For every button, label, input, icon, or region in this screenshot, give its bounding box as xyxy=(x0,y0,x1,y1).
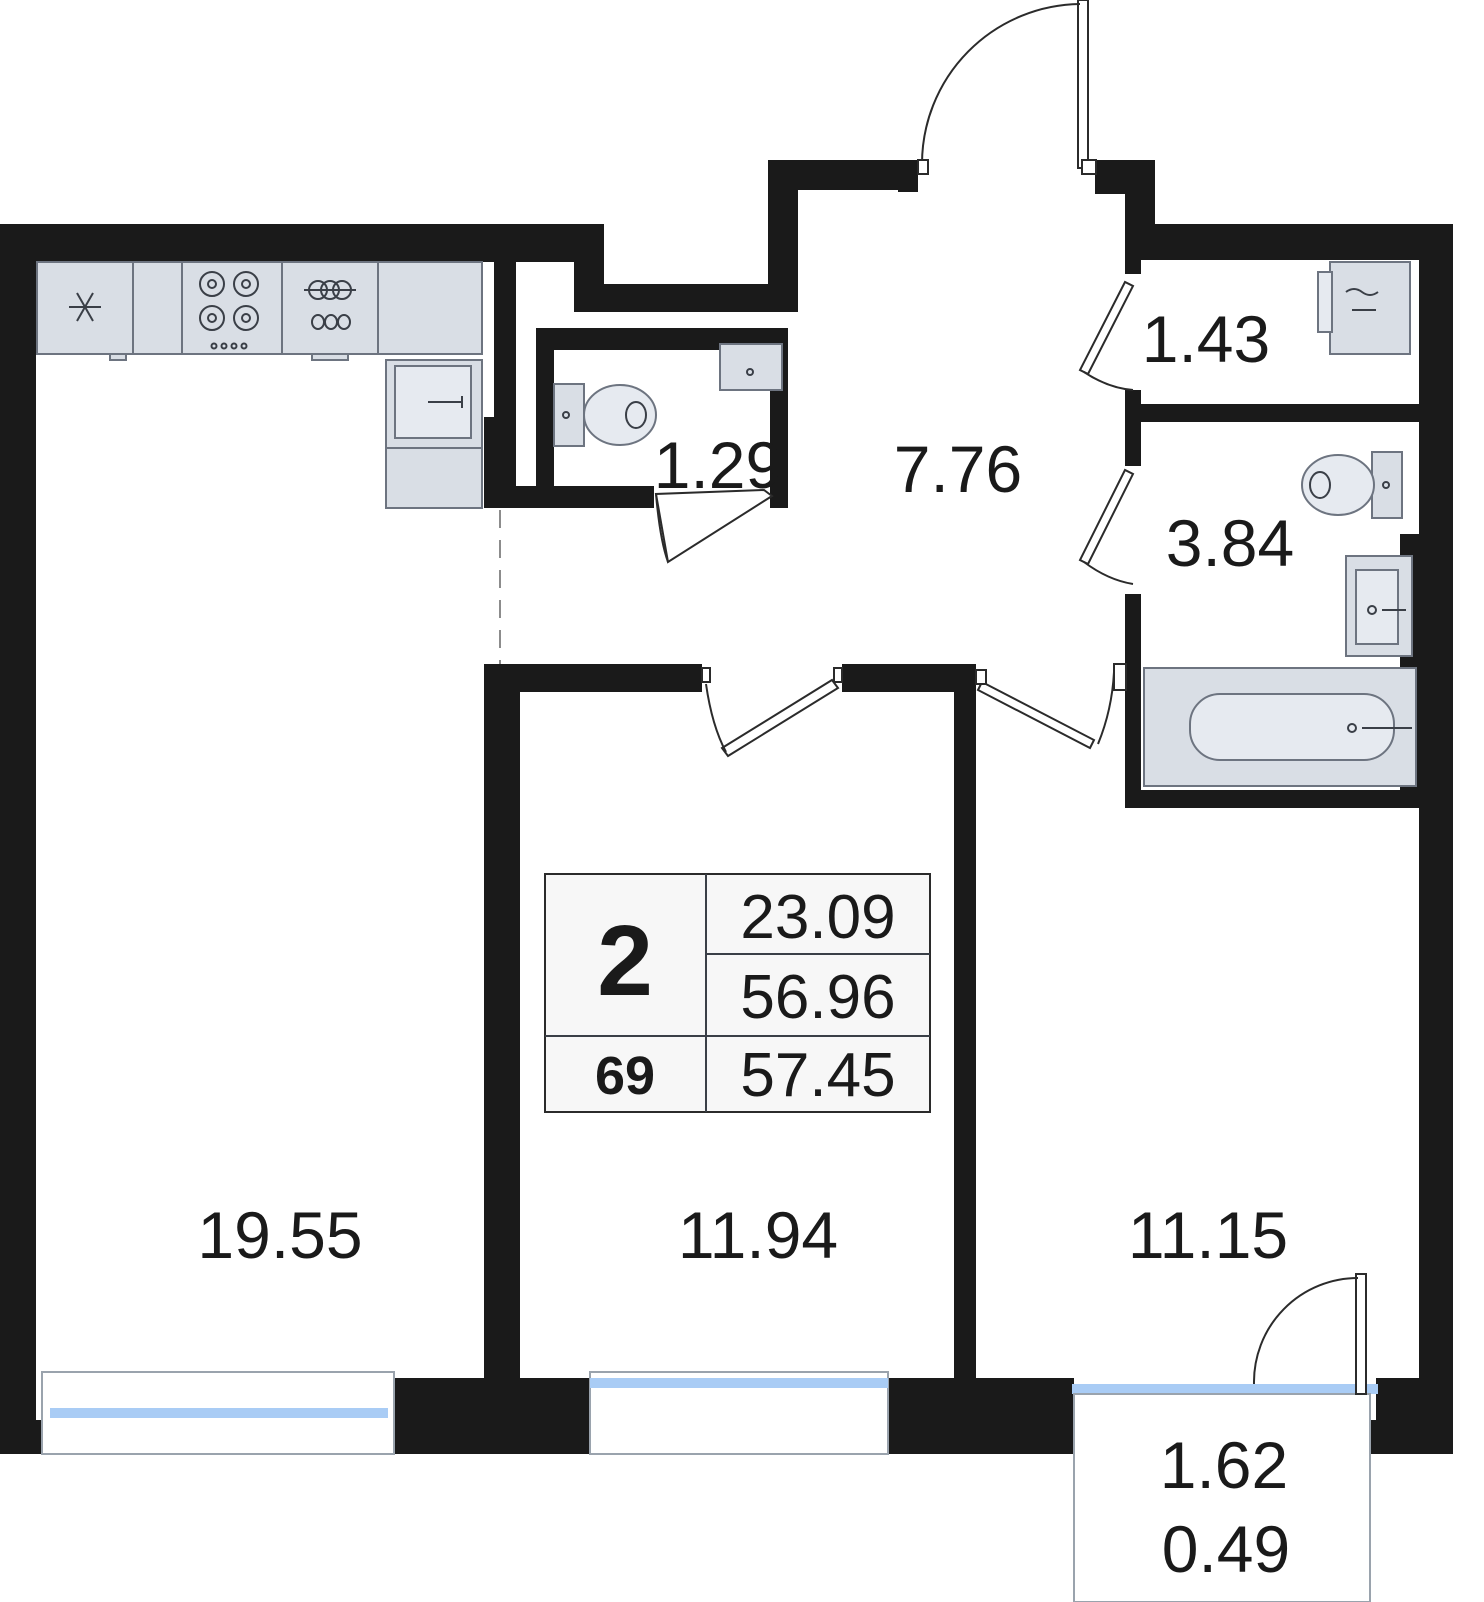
bedroom-window xyxy=(589,1371,889,1455)
toilet-icon xyxy=(1301,451,1403,519)
balcony xyxy=(1073,1273,1371,1602)
total-area: 56.96 xyxy=(740,963,895,1032)
balcony-area-reduced: 0.49 xyxy=(1162,1512,1290,1586)
room-area-bathroom: 3.84 xyxy=(1166,506,1294,580)
washing-machine-icon xyxy=(1317,261,1411,355)
oven-icon xyxy=(304,280,356,330)
bathroom-fixtures xyxy=(1143,451,1417,787)
kitchen-counter xyxy=(36,261,483,509)
summary-table: 2 69 23.09 56.96 57.45 xyxy=(544,873,931,1113)
middle-bedroom-door xyxy=(701,667,843,758)
laundry-door xyxy=(1078,280,1135,391)
sink-icon xyxy=(394,365,472,439)
room-area-laundry: 1.43 xyxy=(1142,302,1270,376)
snowflake-icon xyxy=(69,292,101,322)
living-area: 23.09 xyxy=(740,883,895,952)
flat-number: 69 xyxy=(595,1046,655,1106)
toilet-icon xyxy=(553,383,657,447)
wc-fixtures xyxy=(553,343,783,447)
room-area-wc: 1.29 xyxy=(654,428,782,502)
room-area-middle-bedroom: 11.94 xyxy=(678,1198,838,1272)
area-labels: 19.55 11.94 11.15 7.76 1.29 1.43 3.84 1.… xyxy=(197,302,1294,1586)
balcony-area-total: 1.62 xyxy=(1160,1428,1288,1502)
wc-door xyxy=(654,488,774,564)
bathtub-icon xyxy=(1143,667,1417,787)
walls xyxy=(0,160,1453,1454)
sink-icon xyxy=(1345,555,1413,657)
kitchen-window xyxy=(41,1371,395,1455)
balcony-window xyxy=(1072,1384,1378,1394)
stove-icon xyxy=(199,271,259,350)
room-area-hallway: 7.76 xyxy=(894,432,1022,506)
room-area-kitchen: 19.55 xyxy=(197,1198,362,1272)
right-bedroom-door xyxy=(975,663,1127,750)
bathroom-door xyxy=(1078,468,1135,585)
entrance-door xyxy=(917,0,1097,175)
room-count: 2 xyxy=(597,905,653,1017)
room-area-right-bedroom: 11.15 xyxy=(1128,1198,1288,1272)
total-area-with-balcony: 57.45 xyxy=(740,1041,895,1110)
